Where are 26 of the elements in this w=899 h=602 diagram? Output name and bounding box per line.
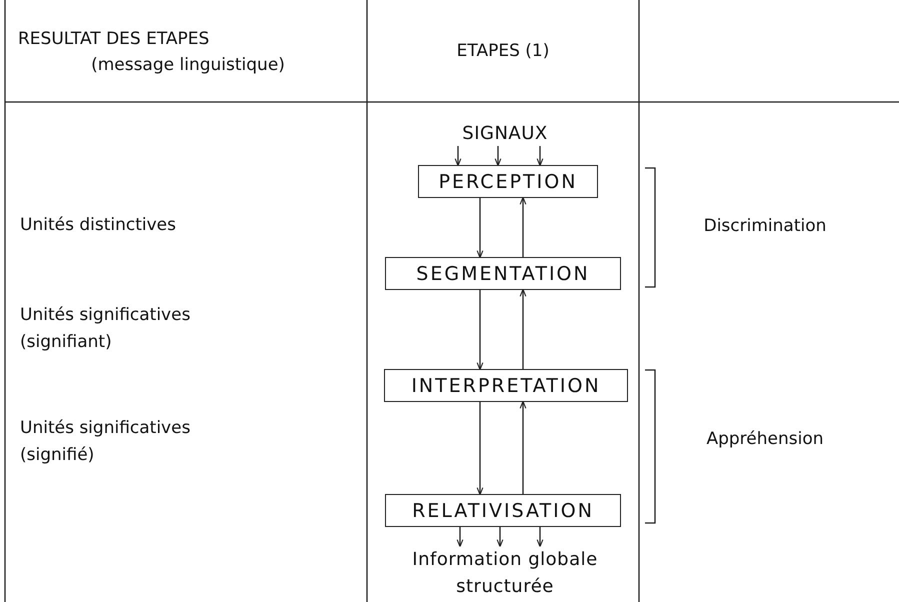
arrow xyxy=(520,400,526,494)
row-label: Unités significatives (signifié) xyxy=(20,417,192,467)
arrow xyxy=(454,146,462,166)
flow-text: Information globale structurée xyxy=(385,546,625,600)
stage-group-label: Discrimination xyxy=(702,215,828,238)
arrow xyxy=(494,146,502,166)
column-header: ETAPES (1) xyxy=(456,40,550,63)
process-box: SEGMENTATION xyxy=(385,257,621,290)
stage-group-label: Appréhension xyxy=(705,428,825,451)
arrow xyxy=(456,527,464,548)
arrow xyxy=(476,290,484,370)
arrow xyxy=(476,402,484,496)
arrow xyxy=(520,196,526,257)
process-box: PERCEPTION xyxy=(418,165,598,198)
row-label: Unités distinctives xyxy=(20,214,177,237)
arrow xyxy=(476,198,484,258)
arrow xyxy=(536,527,544,548)
row-label: Unités significatives (signifiant) xyxy=(20,304,192,354)
arrow xyxy=(496,527,504,548)
column-header: RESULTAT DES ETAPES xyxy=(18,28,210,51)
process-box: INTERPRETATION xyxy=(384,369,628,402)
column-header: (message linguistique) xyxy=(90,54,286,77)
flow-text: SIGNAUX xyxy=(445,120,565,147)
arrow xyxy=(536,146,544,166)
arrow xyxy=(520,288,526,369)
process-box: RELATIVISATION xyxy=(385,494,621,527)
